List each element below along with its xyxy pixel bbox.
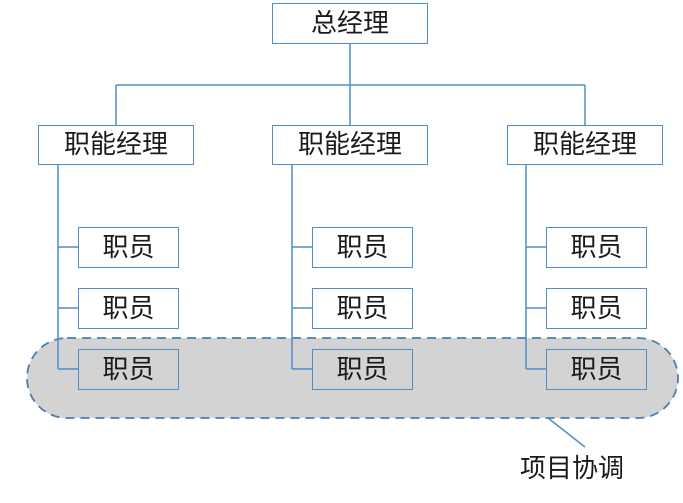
staff-label: 职员	[336, 354, 389, 385]
general-manager-label: 总经理	[310, 8, 389, 39]
project-coordination-label: 项目协调	[520, 454, 625, 484]
staff-box: 职员	[78, 288, 179, 329]
functional-manager-box-2: 职能经理	[272, 125, 428, 165]
staff-box: 职员	[78, 227, 179, 268]
staff-label: 职员	[570, 354, 623, 385]
functional-manager-label: 职能经理	[63, 130, 168, 160]
staff-label: 职员	[336, 232, 389, 263]
functional-manager-box-3: 职能经理	[507, 125, 663, 165]
staff-box: 职员	[312, 349, 413, 390]
staff-box: 职员	[546, 349, 647, 390]
functional-manager-label: 职能经理	[297, 130, 402, 160]
staff-label: 职员	[102, 293, 155, 324]
functional-manager-label: 职能经理	[532, 130, 637, 160]
staff-label: 职员	[102, 232, 155, 263]
staff-label: 职员	[336, 293, 389, 324]
staff-box: 职员	[312, 288, 413, 329]
project-label-leader	[547, 417, 586, 448]
staff-label: 职员	[102, 354, 155, 385]
staff-label: 职员	[570, 232, 623, 263]
staff-box: 职员	[312, 227, 413, 268]
staff-box: 职员	[546, 227, 647, 268]
staff-box: 职员	[78, 349, 179, 390]
staff-box: 职员	[546, 288, 647, 329]
general-manager-box: 总经理	[272, 3, 428, 44]
functional-manager-box-1: 职能经理	[38, 125, 194, 165]
staff-label: 职员	[570, 293, 623, 324]
